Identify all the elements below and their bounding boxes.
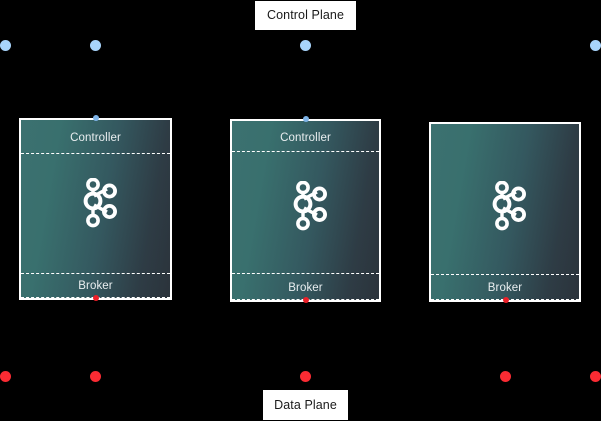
node-1-data-connector-dot[interactable] xyxy=(93,295,99,301)
data-plane-endpoint-dot-1[interactable] xyxy=(0,371,11,382)
node-2-controller-divider xyxy=(232,151,379,152)
control-plane-endpoint-dot-3[interactable] xyxy=(300,40,311,51)
node-2-control-connector-dot[interactable] xyxy=(303,116,309,122)
data-plane-label: Data Plane xyxy=(263,390,348,420)
kafka-logo-icon xyxy=(293,181,327,231)
node-3-broker-divider xyxy=(431,274,579,275)
node-1-controller-divider xyxy=(21,153,170,154)
node-box-3[interactable]: Broker xyxy=(429,122,581,302)
data-plane-endpoint-dot-5[interactable] xyxy=(590,371,601,382)
kafka-logo-icon xyxy=(492,181,526,231)
control-plane-label: Control Plane xyxy=(255,1,356,30)
node-1-control-connector-dot[interactable] xyxy=(93,115,99,121)
node-1-controller-label: Controller xyxy=(70,132,121,144)
data-plane-endpoint-dot-3[interactable] xyxy=(300,371,311,382)
data-plane-endpoint-dot-2[interactable] xyxy=(90,371,101,382)
kafka-logo-icon xyxy=(83,178,117,228)
node-3-data-connector-dot[interactable] xyxy=(503,297,509,303)
node-1-broker-label: Broker xyxy=(78,280,113,292)
control-plane-endpoint-dot-2[interactable] xyxy=(90,40,101,51)
node-1-broker-divider xyxy=(21,273,170,274)
node-2-controller-label: Controller xyxy=(280,132,331,144)
node-2-data-connector-dot[interactable] xyxy=(303,297,309,303)
node-3-broker-label: Broker xyxy=(487,282,523,294)
control-plane-endpoint-dot-1[interactable] xyxy=(0,40,11,51)
node-2-broker-divider xyxy=(232,273,379,274)
data-plane-endpoint-dot-4[interactable] xyxy=(500,371,511,382)
control-plane-endpoint-dot-4[interactable] xyxy=(590,40,601,51)
node-box-2[interactable]: Controller Broker xyxy=(230,119,381,302)
node-box-1[interactable]: Controller Broker xyxy=(19,118,172,300)
node-2-broker-label: Broker xyxy=(288,282,323,294)
